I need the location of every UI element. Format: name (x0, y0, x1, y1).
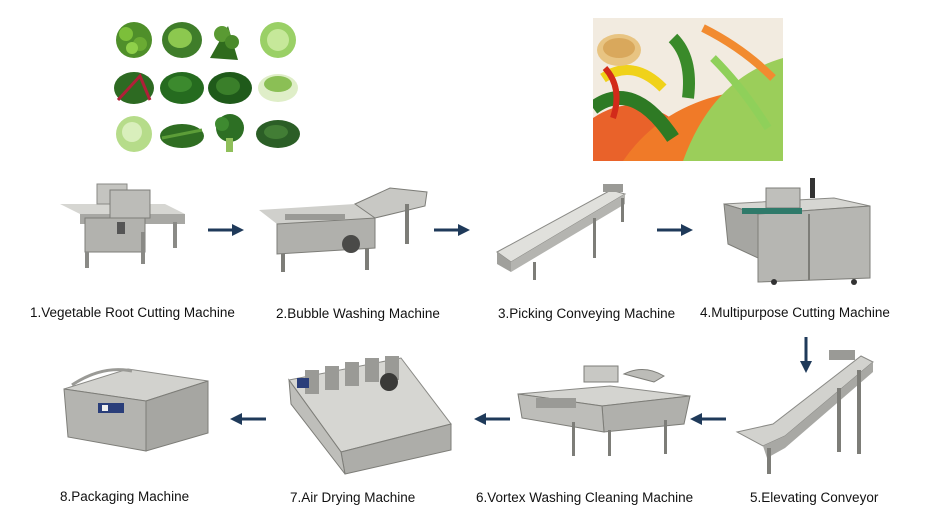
arrow-left-icon (474, 413, 510, 425)
air-drying-machine-image (285, 352, 455, 477)
step-4-label: 4.Multipurpose Cutting Machine (700, 305, 890, 320)
cut-vegetables-platter-photo (593, 18, 783, 161)
vortex-washing-cleaning-machine-image (514, 360, 694, 460)
vegetable-root-cutting-machine-image (55, 182, 190, 270)
arrow-right-icon (434, 224, 470, 236)
bubble-washing-machine-image (255, 184, 430, 274)
arrow-right-icon (657, 224, 693, 236)
multipurpose-cutting-machine-image (714, 178, 874, 288)
arrow-right-icon (208, 224, 244, 236)
step-3-label: 3.Picking Conveying Machine (498, 306, 676, 321)
step-7-label: 7.Air Drying Machine (290, 490, 416, 505)
step-2-label: 2.Bubble Washing Machine (276, 306, 440, 321)
step-1-label: 1.Vegetable Root Cutting Machine (30, 305, 235, 320)
packaging-machine-image (62, 365, 210, 453)
leafy-vegetables-photo (110, 20, 302, 156)
elevating-conveyor-image (733, 348, 878, 478)
arrow-left-icon (690, 413, 726, 425)
arrow-left-icon (230, 413, 266, 425)
step-6-label: 6.Vortex Washing Cleaning Machine (476, 490, 694, 505)
arrow-down-icon (800, 337, 812, 373)
picking-conveying-machine-image (493, 182, 638, 282)
step-8-label: 8.Packaging Machine (60, 489, 190, 504)
step-5-label: 5.Elevating Conveyor (750, 490, 879, 505)
